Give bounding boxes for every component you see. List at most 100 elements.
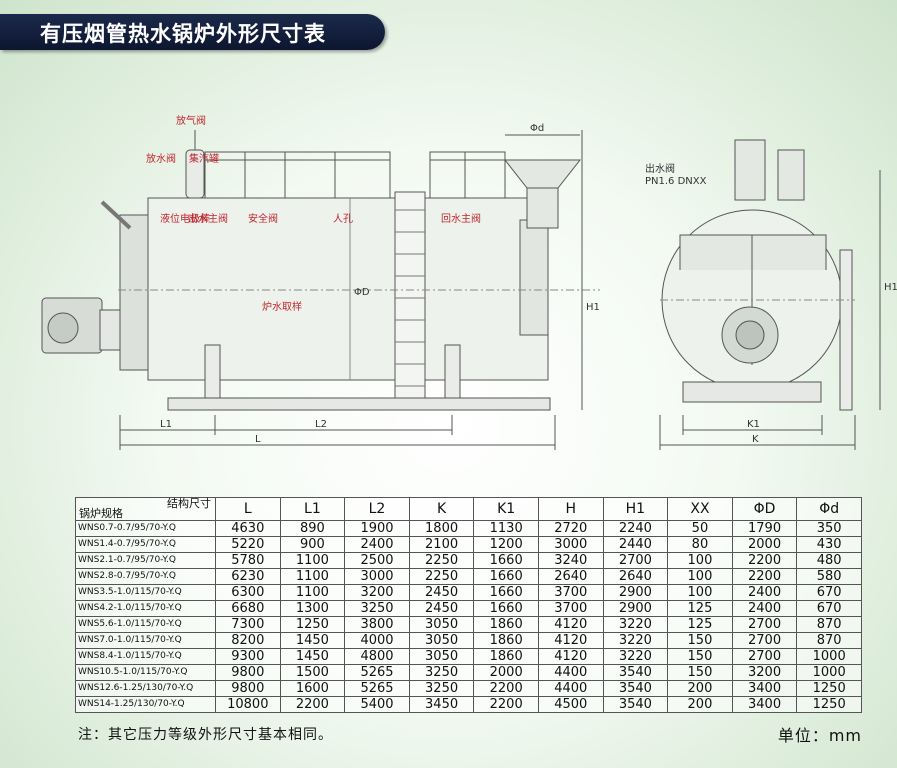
dim-K: K <box>752 434 759 445</box>
value-cell: 1300 <box>279 600 346 617</box>
value-cell: 350 <box>796 520 862 537</box>
value-cell: 2500 <box>344 552 410 569</box>
value-cell: 4800 <box>344 648 410 665</box>
value-cell: 2640 <box>602 568 669 585</box>
corner-spec-label: 锅炉规格 <box>79 507 123 520</box>
dim-L: L <box>255 434 261 445</box>
value-cell: 7300 <box>215 616 281 633</box>
value-cell: 4120 <box>537 616 604 633</box>
value-cell: 2900 <box>602 600 669 617</box>
value-cell: 3050 <box>408 632 475 649</box>
value-cell: 100 <box>667 568 733 585</box>
value-cell: 1900 <box>344 520 410 537</box>
value-cell: 1860 <box>473 632 539 649</box>
header-H1: H1 <box>602 497 669 521</box>
value-cell: 3700 <box>537 600 604 617</box>
table-header-row: 结构尺寸 锅炉规格 L L1 L2 K K1 H H1 XX ΦD Φd <box>75 497 862 521</box>
value-cell: 2250 <box>408 568 475 585</box>
value-cell: 5780 <box>215 552 281 569</box>
value-cell: 100 <box>667 584 733 601</box>
boiler-diagram: 放气阀 放水阀 集汽罐 液位电极棒 出水主阀 安全阀 人孔 炉水取样 回水主阀 … <box>0 110 897 455</box>
value-cell: 1790 <box>731 520 798 537</box>
value-cell: 2440 <box>602 536 669 553</box>
value-cell: 3000 <box>344 568 410 585</box>
value-cell: 480 <box>796 552 862 569</box>
label-pn: PN1.6 DNXX <box>645 176 707 187</box>
value-cell: 1860 <box>473 616 539 633</box>
value-cell: 5265 <box>344 680 410 697</box>
burner-fan <box>47 312 79 344</box>
dim-K1: K1 <box>747 419 760 430</box>
label-water-sampling: 炉水取样 <box>262 300 302 313</box>
value-cell: 3700 <box>537 584 604 601</box>
model-cell: WNS2.8-0.7/95/70-Y.Q <box>75 568 216 585</box>
dimension-table: 结构尺寸 锅炉规格 L L1 L2 K K1 H H1 XX ΦD Φd WNS… <box>75 497 862 713</box>
value-cell: 3050 <box>408 616 475 633</box>
value-cell: 3450 <box>408 696 475 713</box>
value-cell: 2250 <box>408 552 475 569</box>
value-cell: 2700 <box>731 616 798 633</box>
value-cell: 1800 <box>408 520 475 537</box>
value-cell: 1100 <box>279 568 346 585</box>
dim-phi-d: Φd <box>530 123 544 134</box>
value-cell: 1500 <box>279 664 346 681</box>
value-cell: 5265 <box>344 664 410 681</box>
model-cell: WNS10.5-1.0/115/70-Y.Q <box>75 664 216 681</box>
value-cell: 2400 <box>344 536 410 553</box>
value-cell: 4000 <box>344 632 410 649</box>
value-cell: 2200 <box>473 696 539 713</box>
value-cell: 2200 <box>279 696 346 713</box>
value-cell: 3220 <box>602 616 669 633</box>
value-cell: 1600 <box>279 680 346 697</box>
value-cell: 4400 <box>537 680 604 697</box>
value-cell: 2700 <box>731 632 798 649</box>
header-XX: XX <box>667 497 733 521</box>
value-cell: 870 <box>796 632 862 649</box>
value-cell: 1660 <box>473 584 539 601</box>
top-railing <box>204 151 391 199</box>
value-cell: 2100 <box>408 536 475 553</box>
value-cell: 1250 <box>796 696 862 713</box>
model-cell: WNS8.4-1.0/115/70-Y.Q <box>75 648 216 665</box>
value-cell: 9300 <box>215 648 281 665</box>
value-cell: 8200 <box>215 632 281 649</box>
value-cell: 2400 <box>731 584 798 601</box>
value-cell: 3200 <box>344 584 410 601</box>
value-cell: 5220 <box>215 536 281 553</box>
label-drain-valve: 放水阀 <box>146 152 176 165</box>
value-cell: 2900 <box>602 584 669 601</box>
value-cell: 2700 <box>602 552 669 569</box>
title-bar: 有压烟管热水锅炉外形尺寸表 <box>0 14 385 50</box>
value-cell: 4630 <box>215 520 281 537</box>
value-cell: 1130 <box>473 520 539 537</box>
value-cell: 1660 <box>473 552 539 569</box>
value-cell: 50 <box>667 520 733 537</box>
value-cell: 5400 <box>344 696 410 713</box>
model-cell: WNS3.5-1.0/115/70-Y.Q <box>75 584 216 601</box>
value-cell: 3540 <box>602 680 669 697</box>
table-corner-cell: 结构尺寸 锅炉规格 <box>75 497 216 521</box>
footnote: 注：其它压力等级外形尺寸基本相同。 <box>78 727 333 743</box>
value-cell: 1450 <box>279 648 346 665</box>
value-cell: 1200 <box>473 536 539 553</box>
label-collector: 集汽罐 <box>189 152 219 165</box>
header-L2: L2 <box>344 497 410 521</box>
value-cell: 3250 <box>408 680 475 697</box>
value-cell: 150 <box>667 632 733 649</box>
front-door <box>119 214 151 371</box>
label-safety-valve: 安全阀 <box>248 212 278 225</box>
value-cell: 10800 <box>215 696 281 713</box>
model-cell: WNS4.2-1.0/115/70-Y.Q <box>75 600 216 617</box>
header-L1: L1 <box>279 497 346 521</box>
label-outlet-valve: 出水阀 <box>645 162 675 175</box>
value-cell: 3540 <box>602 696 669 713</box>
